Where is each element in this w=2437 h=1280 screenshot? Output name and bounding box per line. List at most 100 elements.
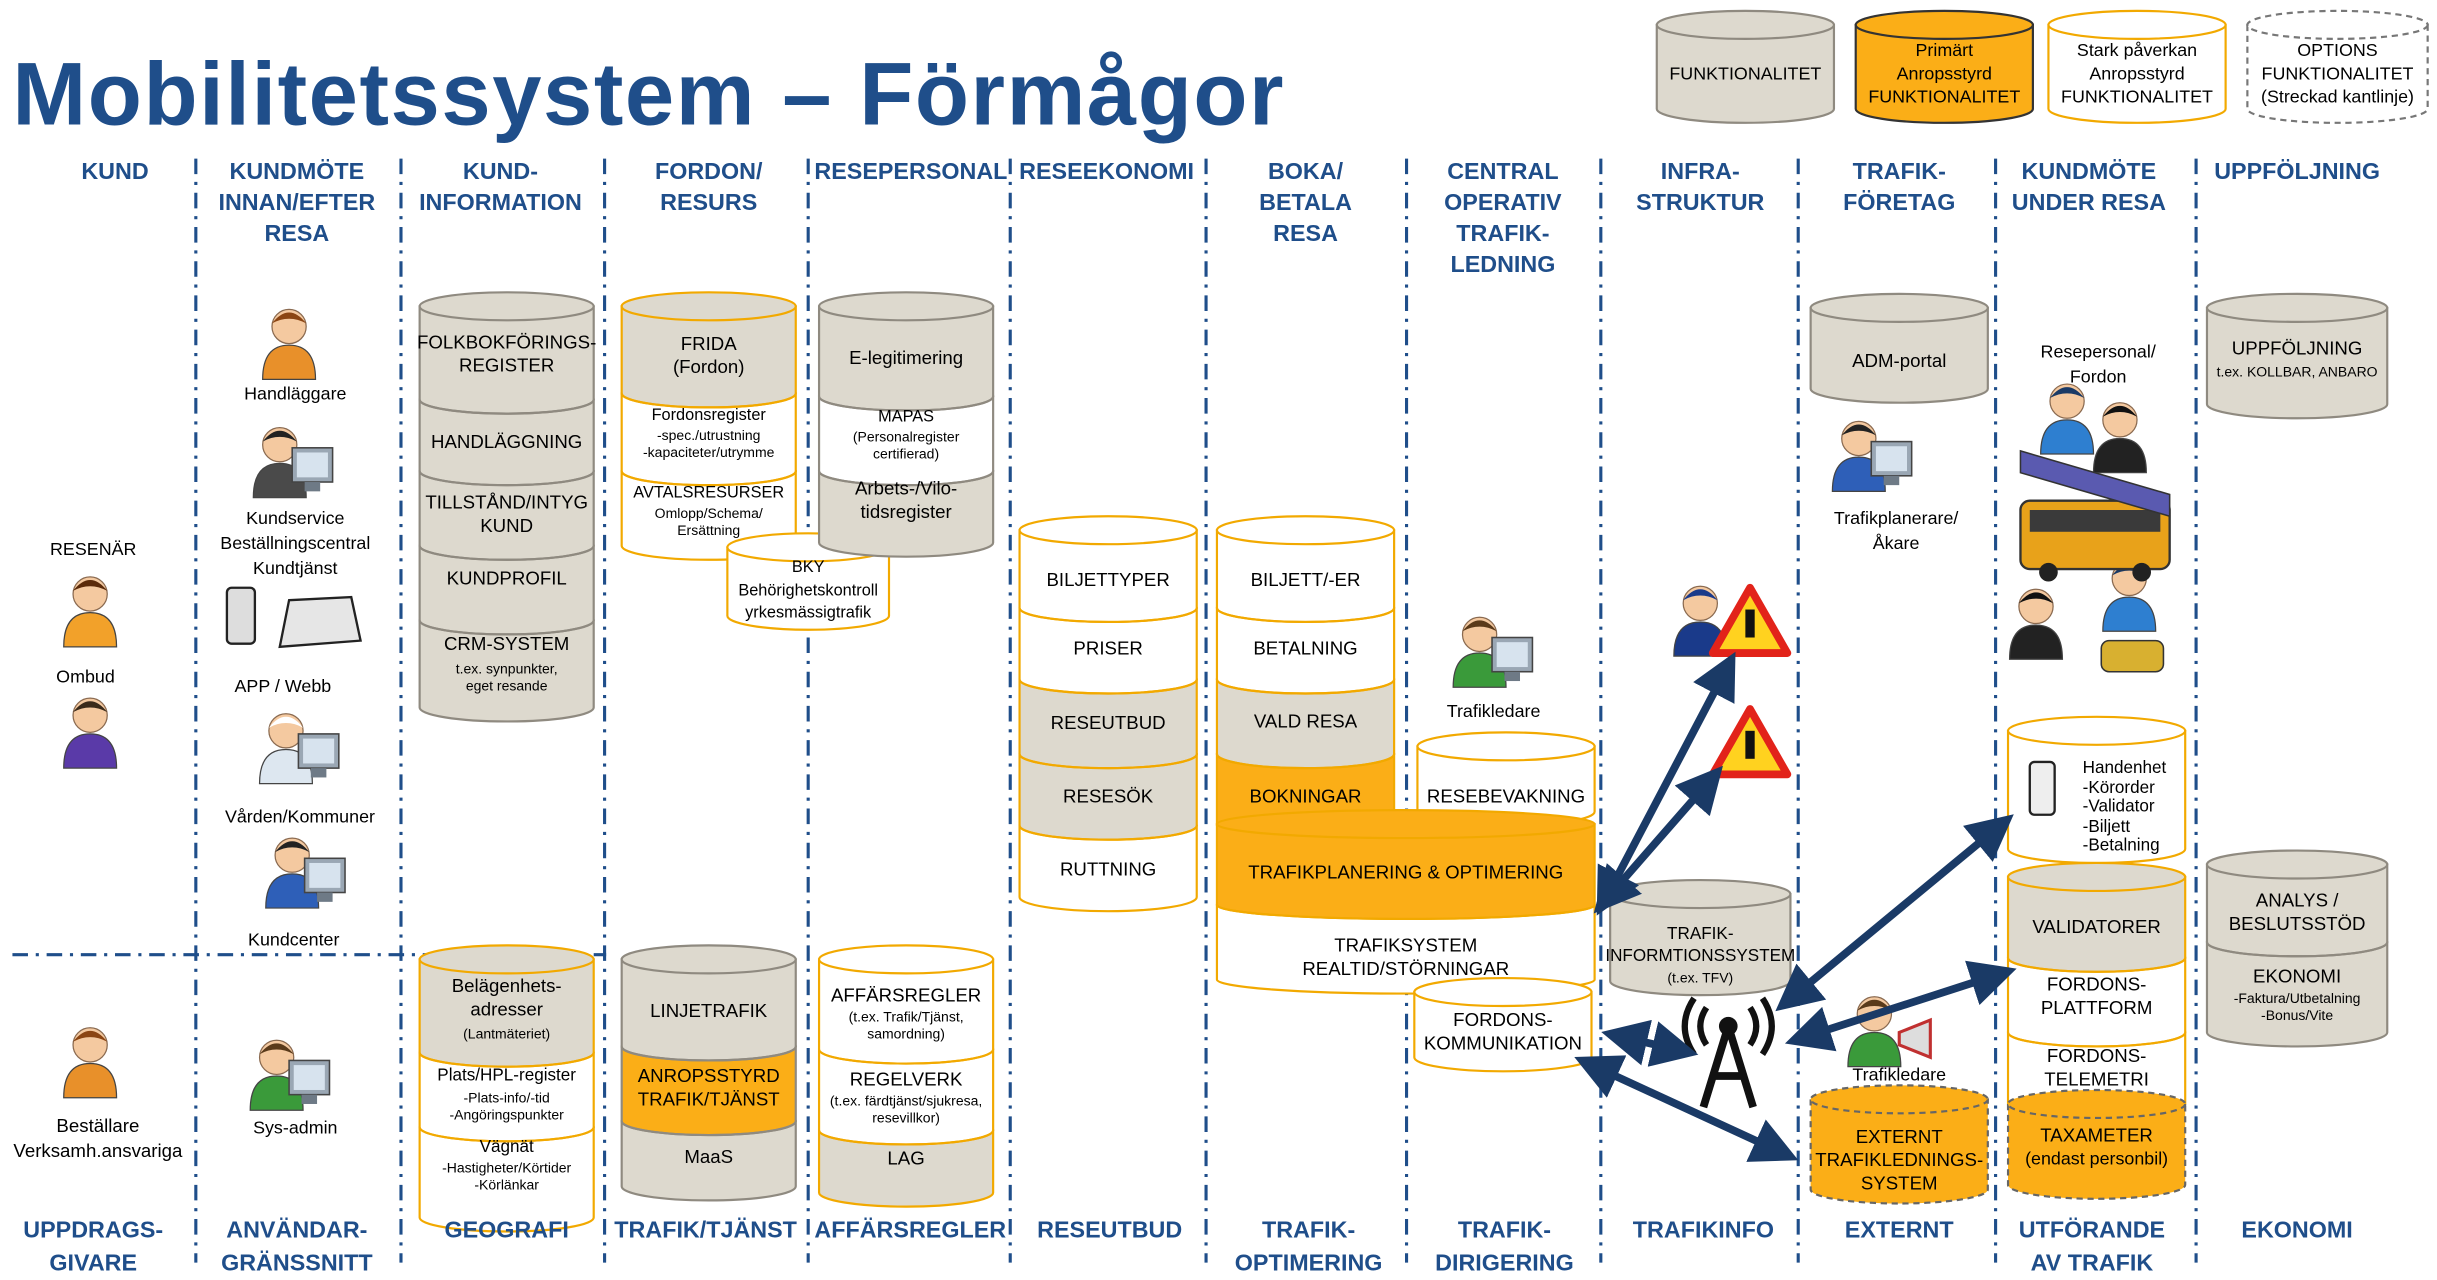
cyl-fordonstelemetri: FORDONS- TELEMETRI bbox=[2044, 1044, 2149, 1090]
cyl-handenhet: Handenhet -Körorder -Validator -Biljett … bbox=[2082, 758, 2167, 856]
label-bestallare: Beställare Verksamh.ansvariga bbox=[13, 1114, 183, 1162]
cyl-adm-portal: ADM-portal bbox=[1852, 349, 1947, 371]
cyl-bokningar: BOKNINGAR bbox=[1249, 784, 1362, 807]
megaphone-icon bbox=[1897, 1017, 1932, 1060]
footer-anvandargranssnitt: ANVÄNDAR- GRÄNSSNITT bbox=[221, 1217, 373, 1277]
cyl-validatorer: VALIDATORER bbox=[2032, 915, 2161, 937]
legend-options: OPTIONS FUNKTIONALITET (Streckad kantlin… bbox=[2261, 41, 2415, 107]
cyl-mapas: MAPAS bbox=[878, 406, 935, 426]
stack-fordonskommunikation bbox=[1413, 976, 1593, 1073]
cyl-reseutbud: RESEUTBUD bbox=[1050, 711, 1166, 734]
cyl-crm-system: CRM-SYSTEM bbox=[443, 632, 570, 654]
column-header-kundmote-innan: KUNDMÖTE INNAN/EFTER RESA bbox=[218, 158, 376, 248]
footer-reseutbud: RESEUTBUD bbox=[1037, 1217, 1183, 1244]
cyl-fordonskommunikation: FORDONS- KOMMUNIKATION bbox=[1423, 1009, 1583, 1055]
label-resenar: RESENÄR bbox=[50, 541, 137, 560]
cyl-resebevakning: RESEBEVAKNING bbox=[1426, 784, 1586, 807]
footer-trafik-tjanst: TRAFIK/TJÄNST bbox=[614, 1217, 797, 1244]
footer-geografi: GEOGRAFI bbox=[444, 1217, 569, 1244]
footer-trafikinfo: TRAFIKINFO bbox=[1632, 1217, 1774, 1244]
cyl-avtalsresurser: AVTALSRESURSER bbox=[633, 482, 785, 502]
label-varden: Vården/Kommuner bbox=[224, 808, 375, 828]
cyl-regelverk-sub: (t.ex. färdtjänst/sjukresa, resevillkor) bbox=[829, 1093, 983, 1126]
label-trafikledare-central: Trafikledare bbox=[1446, 702, 1541, 722]
resepersonal-2-icon bbox=[2092, 402, 2147, 474]
resenar-icon bbox=[63, 576, 118, 648]
cyl-fordonsplattform: FORDONS- PLATTFORM bbox=[2040, 973, 2153, 1019]
warning-sign-icon bbox=[1708, 583, 1792, 657]
footer-trafikdirigering: TRAFIK- DIRIGERING bbox=[1435, 1217, 1574, 1277]
column-header-kundinformation: KUND- INFORMATION bbox=[419, 158, 582, 217]
label-app-webb: APP / Webb bbox=[234, 677, 332, 697]
laptop-icon bbox=[278, 595, 362, 649]
ombud-icon bbox=[63, 697, 118, 769]
resepersonal-3-icon bbox=[2008, 588, 2064, 660]
column-header-central-operativ: CENTRAL OPERATIV TRAFIK- LEDNING bbox=[1444, 158, 1562, 279]
cyl-anropsstyrd: ANROPSSTYRD TRAFIK/TJÄNST bbox=[637, 1065, 780, 1111]
cyl-belagenhetsadresser: Belägenhets- adresser bbox=[451, 974, 562, 1021]
label-trafikledare-externt: Trafikledare bbox=[1852, 1066, 1947, 1086]
cyl-taxameter-sub: (endast personbil) bbox=[2025, 1149, 2169, 1169]
cyl-arbets-vilotid: Arbets-/Vilo- tidsregister bbox=[854, 477, 958, 523]
cyl-avtalsresurser-sub: Omlopp/Schema/ Ersättning bbox=[654, 505, 763, 538]
column-header-uppfoljning: UPPFÖLJNING bbox=[2214, 158, 2381, 186]
cyl-vald-resa: VALD RESA bbox=[1253, 709, 1358, 732]
handheld-icon bbox=[2028, 760, 2056, 816]
cyl-vagnat: Vägnät bbox=[479, 1137, 534, 1157]
varden-icon bbox=[258, 713, 340, 785]
cyl-uppfoljning: UPPFÖLJNING bbox=[2231, 336, 2363, 359]
bus-icon bbox=[2019, 499, 2171, 582]
cyl-frida: FRIDA (Fordon) bbox=[672, 332, 745, 378]
taxi-icon bbox=[2100, 639, 2165, 673]
cyl-ekonomi-sub: -Faktura/Utbetalning -Bonus/Vite bbox=[2233, 990, 2361, 1024]
stack-trafikplanering bbox=[1215, 809, 1596, 995]
page-title: Mobilitetssystem – Förmågor bbox=[12, 45, 1286, 145]
cyl-resesok: RESESÖK bbox=[1063, 784, 1154, 807]
cyl-plats-hpl: Plats/HPL-register bbox=[437, 1065, 577, 1085]
footer-ekonomi: EKONOMI bbox=[2241, 1217, 2353, 1244]
label-trafikplanerare: Trafikplanerare/ Åkare bbox=[1833, 510, 1959, 554]
cyl-externt-trafikledning: EXTERNT TRAFIKLEDNINGS- SYSTEM bbox=[1815, 1124, 1984, 1194]
stack-kundinfo-upper bbox=[418, 291, 595, 723]
sysadmin-icon bbox=[249, 1039, 331, 1111]
stack-analys-ekonomi bbox=[2205, 849, 2389, 1048]
footer-externt: EXTERNT bbox=[1844, 1217, 1954, 1244]
connection-arrows bbox=[1574, 651, 2017, 1162]
train-icon bbox=[2019, 449, 2171, 518]
label-ombud: Ombud bbox=[56, 668, 115, 688]
cyl-kundprofil: KUNDPROFIL bbox=[446, 566, 567, 589]
column-header-kundmote-under: KUNDMÖTE UNDER RESA bbox=[2011, 158, 2166, 217]
cyl-regelverk: REGELVERK bbox=[849, 1067, 963, 1090]
cyl-biljettyper: BILJETTYPER bbox=[1046, 568, 1170, 591]
cyl-priser: PRISER bbox=[1073, 636, 1143, 659]
cyl-e-legitimering: E-legitimering bbox=[849, 345, 964, 368]
stack-geografi bbox=[418, 944, 595, 1233]
footer-uppdragsgivare: UPPDRAGS- GIVARE bbox=[23, 1217, 164, 1277]
column-header-infrastruktur: INFRA- STRUKTUR bbox=[1636, 158, 1765, 217]
footer-trafikoptimering: TRAFIK- OPTIMERING bbox=[1234, 1217, 1383, 1277]
cyl-maas: MaaS bbox=[684, 1145, 734, 1167]
cyl-taxameter: TAXAMETER bbox=[2040, 1123, 2153, 1146]
column-header-trafikforetag: TRAFIK- FÖRETAG bbox=[1843, 158, 1956, 217]
column-header-resepersonal: RESEPERSONAL bbox=[814, 158, 1008, 186]
cyl-ekonomi: EKONOMI bbox=[2253, 964, 2342, 987]
antenna-icon bbox=[1681, 996, 1775, 1109]
legend-cyl-dashed bbox=[2246, 9, 2429, 124]
column-header-kund: KUND bbox=[81, 158, 149, 186]
trafikledare-central-icon bbox=[1452, 616, 1534, 688]
stack-resepersonal bbox=[817, 291, 995, 558]
cyl-trafikinformationssystem: TRAFIK- INFORMTIONSSYSTEM bbox=[1605, 925, 1796, 966]
trafikplanerare-icon bbox=[1831, 420, 1913, 492]
cyl-vagnat-sub: -Hastigheter/Körtider -Körlänkar bbox=[442, 1159, 572, 1193]
cyl-bky-sub: Behörighetskontroll yrkesmässigtrafik bbox=[738, 581, 879, 622]
cyl-affarsregler-sub: (t.ex. Trafik/Tjänst, samordning) bbox=[848, 1009, 964, 1042]
kundservice-icon bbox=[252, 426, 334, 499]
label-handlaggare: Handläggare bbox=[244, 385, 347, 405]
cyl-folkbokforing: FOLKBOKFÖRINGS- REGISTER bbox=[417, 331, 597, 377]
cyl-analys: ANALYS / BESLUTSSTÖD bbox=[2228, 889, 2366, 935]
stack-trafik-tjanst bbox=[620, 944, 797, 1202]
label-sysadmin: Sys-admin bbox=[253, 1119, 338, 1139]
cyl-linjetrafik: LINJETRAFIK bbox=[650, 999, 768, 1021]
legend-cyl-gray bbox=[1655, 9, 1836, 124]
cyl-lag: LAG bbox=[887, 1146, 925, 1169]
